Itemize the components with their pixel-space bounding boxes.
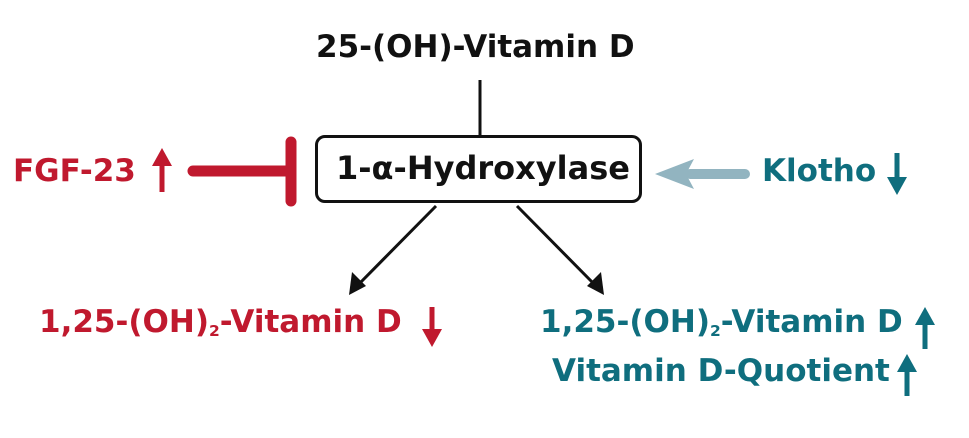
quotient-up-arrow-icon bbox=[897, 354, 917, 396]
fgf23-text: FGF-23 bbox=[13, 153, 136, 189]
right-product-subscript: 2 bbox=[710, 321, 721, 340]
node-vitamin-d-quotient: Vitamin D-Quotient bbox=[552, 356, 890, 387]
node-enzyme-box bbox=[315, 135, 642, 203]
activation-arrow-head bbox=[655, 159, 694, 189]
node-left-product: 1,25-(OH)2-Vitamin D bbox=[39, 304, 402, 340]
right-product-prefix: 1,25-(OH) bbox=[540, 304, 710, 340]
fgf23-up-arrow-icon bbox=[152, 148, 172, 192]
left-product-suffix: -Vitamin D bbox=[219, 304, 402, 340]
enzyme-prefix: 1- bbox=[336, 149, 372, 187]
arrow-right-head bbox=[587, 272, 604, 295]
top-node-text: 25-(OH)-Vitamin D bbox=[316, 29, 635, 65]
arrow-left-head bbox=[349, 272, 366, 295]
node-25-oh-vitamin-d: 25-(OH)-Vitamin D bbox=[316, 32, 635, 63]
node-klotho: Klotho bbox=[762, 156, 876, 187]
klotho-text: Klotho bbox=[762, 153, 877, 189]
right-product-up-arrow-icon bbox=[915, 307, 935, 349]
arrow-to-left-product bbox=[355, 204, 438, 288]
right-product-suffix: -Vitamin D bbox=[720, 304, 903, 340]
node-fgf-23: FGF-23 bbox=[13, 156, 136, 187]
enzyme-greek: α bbox=[371, 149, 394, 187]
arrow-to-right-product bbox=[515, 204, 598, 288]
klotho-down-arrow-icon bbox=[887, 153, 907, 195]
left-product-prefix: 1,25-(OH) bbox=[39, 304, 209, 340]
node-right-product: 1,25-(OH)2-Vitamin D bbox=[540, 304, 903, 340]
quotient-text: Vitamin D-Quotient bbox=[552, 353, 890, 389]
left-product-down-arrow-icon bbox=[422, 307, 442, 347]
node-1-alpha-hydroxylase: 1-α-Hydroxylase bbox=[336, 152, 630, 184]
left-product-subscript: 2 bbox=[209, 321, 220, 340]
enzyme-suffix: -Hydroxylase bbox=[393, 149, 630, 187]
